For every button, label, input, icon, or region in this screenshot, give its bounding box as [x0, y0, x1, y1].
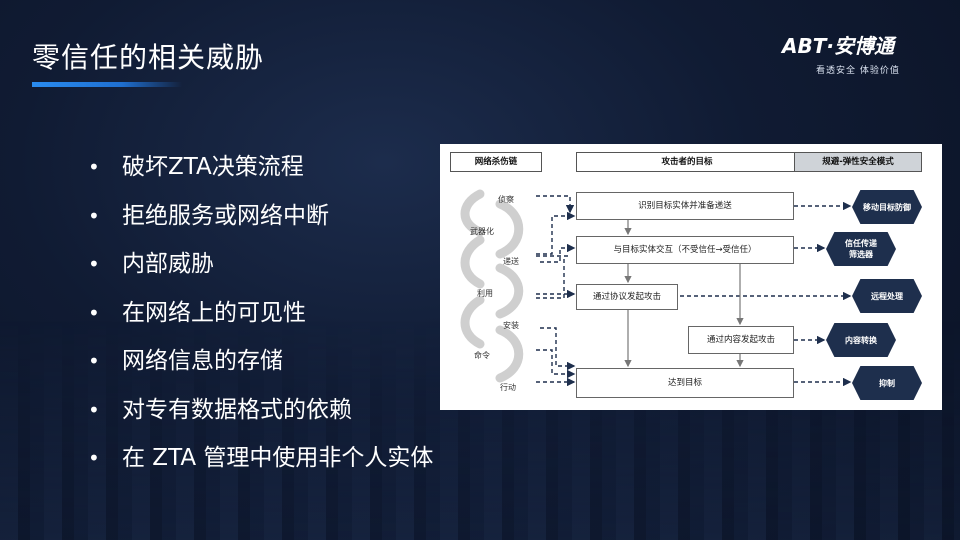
- bullet-icon: •: [88, 349, 100, 373]
- stage-action: 行动: [500, 383, 516, 392]
- stage-command: 命令: [474, 351, 490, 360]
- goal-achieve: 达到目标: [576, 368, 794, 398]
- list-item: •对专有数据格式的依赖: [88, 391, 433, 440]
- logo-text: ABT·安博通: [782, 34, 894, 58]
- list-item: •拒绝服务或网络中断: [88, 197, 433, 246]
- company-logo: ABT·安博通 看透安全 体验价值: [782, 30, 932, 78]
- stage-weaponize: 武器化: [470, 227, 494, 236]
- defense-content-transform: 内容转换: [826, 323, 896, 357]
- title-underline: [32, 82, 182, 87]
- goal-identify: 识别目标实体并准备递送: [576, 192, 794, 220]
- stage-deliver: 递送: [503, 257, 519, 266]
- header-attacker-goals: 攻击者的目标: [576, 152, 798, 172]
- header-kill-chain: 网络杀伤链: [450, 152, 542, 172]
- page-title: 零信任的相关威胁: [32, 41, 265, 74]
- logo-tagline: 看透安全 体验价值: [816, 66, 900, 76]
- defense-moving-target: 移动目标防御: [852, 190, 922, 224]
- kill-chain-diagram: 网络杀伤链 攻击者的目标 规避-弹性安全模式 侦察 武器化 递送 利用 安装 命…: [440, 144, 942, 410]
- defense-remote-processing: 远程处理: [852, 279, 922, 313]
- stage-install: 安装: [503, 321, 519, 330]
- diagram-connectors: [460, 189, 852, 387]
- header-resilience-modes: 规避-弹性安全模式: [794, 152, 922, 172]
- list-item: •破坏ZTA决策流程: [88, 148, 433, 197]
- goal-interact: 与目标实体交互（不受信任→受信任）: [576, 236, 794, 264]
- goal-content-attack: 通过内容发起攻击: [688, 326, 794, 354]
- goal-protocol-attack: 通过协议发起攻击: [576, 284, 678, 310]
- bullet-icon: •: [88, 397, 100, 422]
- defense-suppress: 抑制: [852, 366, 922, 400]
- list-item: •内部威胁: [88, 245, 433, 294]
- bullet-icon: •: [88, 155, 100, 179]
- defense-trust-filter: 信任传递 筛选器: [826, 232, 896, 266]
- list-item: •在网络上的可见性: [88, 294, 433, 343]
- bullet-icon: •: [88, 252, 100, 276]
- stage-exploit: 利用: [477, 289, 493, 298]
- bullet-icon: •: [88, 203, 100, 228]
- threat-list: •破坏ZTA决策流程 •拒绝服务或网络中断 •内部威胁 •在网络上的可见性 •网…: [88, 148, 433, 488]
- bullet-icon: •: [88, 446, 100, 470]
- bullet-icon: •: [88, 300, 100, 325]
- list-item: •在 ZTA 管理中使用非个人实体: [88, 439, 433, 488]
- stage-recon: 侦察: [498, 195, 514, 204]
- list-item: •网络信息的存储: [88, 342, 433, 391]
